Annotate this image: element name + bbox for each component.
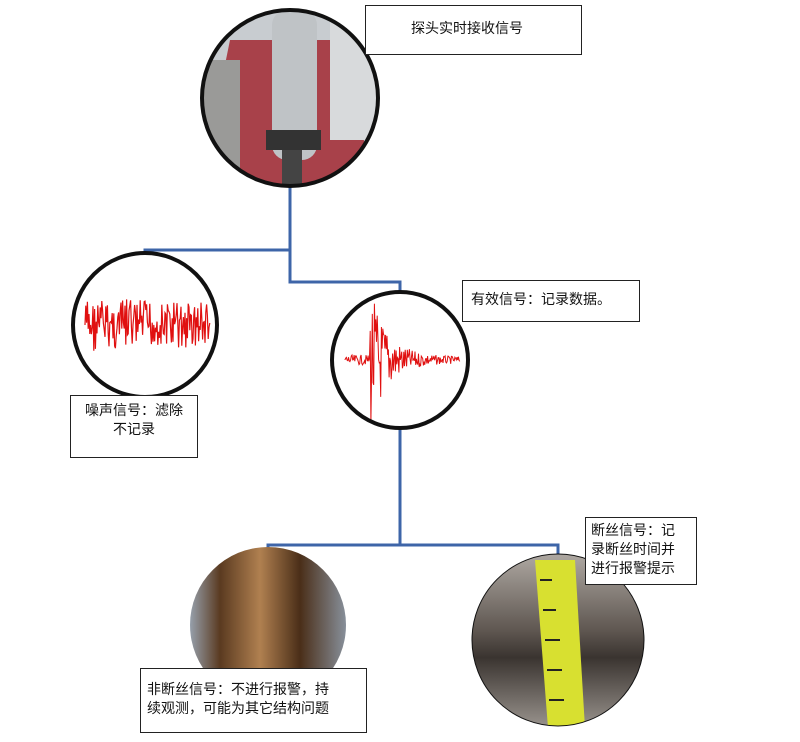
break-label-line1: 断丝信号：记 [591, 523, 675, 539]
break-label-box: 断丝信号：记 录断丝时间并 进行报警提示 [585, 517, 697, 585]
noise-label-box: 噪声信号：滤除 不记录 [70, 395, 198, 458]
noise-label-line2: 不记录 [113, 422, 155, 438]
probe-label-box: 探头实时接收信号 [365, 5, 582, 55]
noise-signal-plot [73, 253, 217, 397]
break-label-line2: 录断丝时间并 [591, 542, 675, 558]
nonbreak-label-box: 非断丝信号：不进行报警，持 续观测，可能为其它结构问题 [140, 668, 367, 733]
valid-circle [330, 290, 470, 430]
break-label-line3: 进行报警提示 [591, 561, 675, 577]
nonbreak-label-line2: 续观测，可能为其它结构问题 [147, 701, 329, 717]
valid-label: 有效信号：记录数据。 [471, 292, 611, 308]
broken-wire-circle [471, 553, 645, 727]
probe-label: 探头实时接收信号 [411, 21, 523, 37]
broken-wire-photo [472, 554, 644, 726]
valid-label-box: 有效信号：记录数据。 [462, 280, 640, 322]
probe-circle [200, 8, 380, 188]
nonbreak-label-line1: 非断丝信号：不进行报警，持 [147, 682, 329, 698]
noise-label-line1: 噪声信号：滤除 [85, 403, 183, 419]
valid-signal-plot [332, 292, 468, 428]
